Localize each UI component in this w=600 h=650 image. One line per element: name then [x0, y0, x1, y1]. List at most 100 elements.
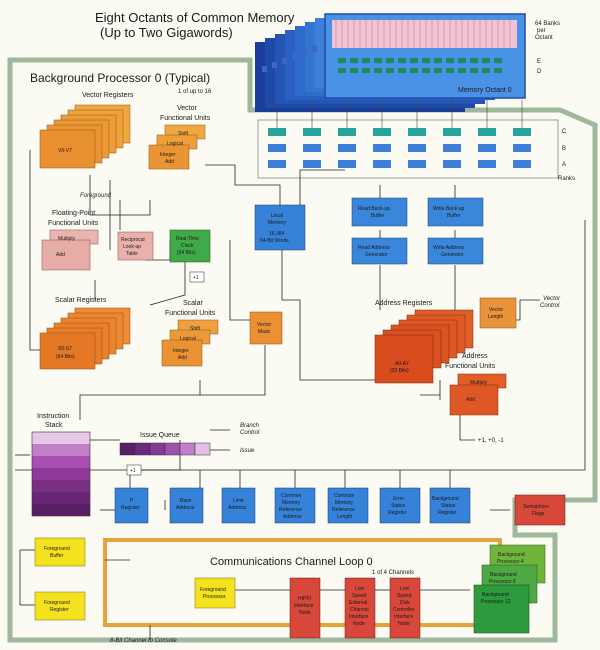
cm-ref-len-3: Reference — [332, 507, 355, 513]
low-ext-1: Low — [355, 586, 365, 592]
base-addr-2: Address — [176, 505, 195, 511]
rank-a-label: A — [562, 162, 566, 168]
bp4-2: Processor 4 — [497, 559, 524, 565]
p-plus1: +1 — [130, 468, 136, 474]
fp-add: Add — [56, 252, 65, 258]
foreground-register — [34, 591, 86, 621]
hippi-1: HIPPI — [298, 596, 311, 602]
scalar-funits-l2: Functional Units — [165, 310, 216, 317]
cm-ref-addr-1: Common — [281, 493, 302, 499]
bg-status-3: Register — [438, 510, 457, 516]
fp-functional-units — [41, 229, 99, 271]
read-backup-buffer — [351, 197, 408, 227]
vmask-2: Mask — [258, 329, 270, 335]
vector-control-2: Control — [540, 303, 560, 309]
issue-queue — [119, 442, 211, 456]
clock-3: (64 Bits) — [177, 250, 196, 256]
bp8-2: Processor 8 — [489, 579, 516, 585]
bp-count: 1 of up to 16 — [178, 89, 212, 95]
branch-control-2: Control — [240, 430, 260, 436]
fg-proc-2: Processor — [203, 594, 226, 600]
vector-mask — [249, 311, 283, 345]
hippi-2: Interface — [294, 603, 314, 609]
error-status-2: Status — [391, 503, 406, 509]
recip-3: Table — [126, 251, 138, 257]
addr-reg-1: A0-A7 — [395, 361, 409, 367]
vector-registers — [39, 104, 131, 169]
memory-octant-label: Memory Octant 0 — [458, 87, 512, 94]
clock-2: Clock — [181, 243, 194, 249]
cm-ref-len-1: Common — [334, 493, 355, 499]
rank-b-label: B — [562, 146, 566, 152]
low-disk-5: Interface — [394, 614, 414, 620]
ranks-grid — [257, 100, 559, 179]
local-memory — [254, 204, 306, 251]
scalar-int-add-2: Add — [178, 355, 187, 361]
cm-ref-len-2: Memory — [335, 500, 354, 506]
vector-logical: Logical — [167, 141, 183, 147]
semaphore-1: Semaphore — [523, 504, 549, 510]
low-ext-5: Interface — [349, 614, 369, 620]
write-backup-buffer — [427, 197, 484, 227]
fg-register-2: Register — [50, 607, 69, 613]
write-address-generator — [427, 237, 484, 265]
low-disk-1: Low — [400, 586, 410, 592]
issue-queue-label: Issue Queue — [140, 432, 180, 439]
address-functional-units — [449, 373, 507, 416]
vector-register-label: V0-V7 — [58, 148, 72, 154]
low-ext-4: Channel — [350, 607, 369, 613]
fg-register-1: Foreground — [44, 600, 70, 606]
scalar-funits-l1: Scalar — [183, 300, 204, 307]
address-registers — [374, 309, 474, 384]
register-row — [114, 487, 471, 524]
memory-bank-stripes — [335, 20, 511, 48]
low-disk-3: Disk — [400, 600, 410, 606]
clock-increment-box — [189, 271, 205, 283]
console-channel: 8-Bit Channel to Console — [110, 638, 177, 644]
vlen-2: Length — [488, 314, 504, 320]
rank-c-label: C — [562, 129, 567, 135]
bp12-box — [473, 584, 530, 634]
local-mem-4: 64-Bit Words — [260, 238, 289, 244]
clock-1: Real-Time — [176, 236, 199, 242]
memory-title-line1: Eight Octants of Common Memory — [95, 10, 295, 25]
limit-addr-1: Limit — [233, 498, 244, 504]
cm-ref-len-4: Length — [337, 514, 353, 520]
local-mem-2: Memory — [268, 220, 287, 226]
cm-ref-addr-4: Address — [283, 514, 302, 520]
hippi-3: Node — [299, 610, 311, 616]
hippi-node — [289, 577, 321, 639]
vmask-1: Vector — [257, 322, 272, 328]
bp12-2: Processor 12 — [481, 599, 511, 605]
low-disk-6: Node — [398, 621, 410, 627]
addr-inc: +1, +0, -1 — [478, 438, 504, 444]
write-buf-2: Buffer — [447, 213, 461, 219]
scalar-registers-label: Scalar Registers — [55, 297, 107, 304]
instr-stack-l2: Stack — [45, 422, 63, 429]
cm-ref-addr-2: Memory — [282, 500, 301, 506]
scalar-reg-2: (64 Bits) — [56, 354, 75, 360]
fp-title-l1: Floating-Point — [52, 210, 95, 217]
fg-proc-1: Foreground — [200, 587, 226, 593]
vector-int-add-2: Add — [165, 159, 174, 165]
p-increment-box — [126, 464, 142, 476]
bp8-1: Background — [490, 572, 517, 578]
write-gen-1: Write Address — [433, 245, 465, 251]
bg-status-2: Status — [441, 503, 456, 509]
addr-multiply: Multiply — [470, 380, 487, 386]
p-reg-1: P — [130, 498, 134, 504]
low-speed-external-node — [344, 577, 376, 639]
vector-length — [479, 297, 517, 329]
read-address-generator — [351, 237, 408, 265]
row-e-label: E — [537, 59, 541, 65]
banks-note-3: Octant — [535, 35, 553, 41]
vlen-1: Vector — [489, 307, 504, 313]
row-d-label: D — [537, 69, 542, 75]
bp4-1: Background — [498, 552, 525, 558]
read-buf-2: Buffer — [371, 213, 385, 219]
vector-funits-l1: Vector — [177, 105, 198, 112]
recip-2: Look-up — [123, 244, 141, 250]
fg-buffer-2: Buffer — [50, 553, 64, 559]
vector-functional-units — [148, 124, 206, 170]
